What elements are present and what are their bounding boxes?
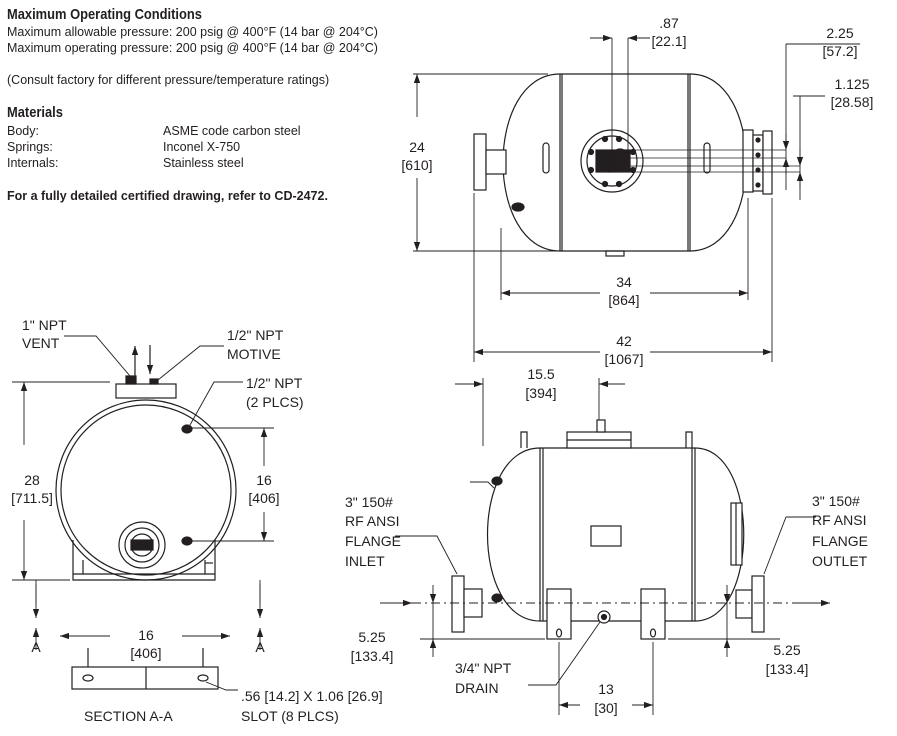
slot-label: .56 [14.2] X 1.06 [26.9] [241, 688, 383, 704]
dim-42-metric: [1067] [605, 351, 644, 367]
dim-16-metric: [406] [248, 490, 279, 506]
half-npt-label: 1/2" NPT [246, 375, 303, 391]
dim-13-label: 13 [598, 681, 614, 697]
dim-155-metric: [394] [525, 385, 556, 401]
end-view-tank [55, 345, 237, 581]
dim-24-metric: [610] [401, 157, 432, 173]
max-allowable-pressure: Maximum allowable pressure: 200 psig @ 4… [7, 25, 378, 39]
top-view-tank [473, 73, 800, 257]
dim-225-metric: [57.2] [822, 43, 857, 59]
max-operating-pressure: Maximum operating pressure: 200 psig @ 4… [7, 41, 378, 55]
dim-16-label: 16 [256, 472, 272, 488]
material-row-value: Stainless steel [163, 156, 244, 170]
section-title: SECTION A-A [84, 708, 173, 724]
dim-1125-label: 1.125 [834, 76, 869, 92]
dim-087-label: .87 [659, 15, 679, 31]
motive-label: 1/2" NPT [227, 327, 284, 343]
end-view-dimensions [12, 335, 274, 650]
dim-225-label: 2.25 [826, 25, 853, 41]
dim-155-label: 15.5 [527, 366, 554, 382]
inlet-label: RF ANSI [345, 513, 399, 529]
slot-label: SLOT (8 PLCS) [241, 708, 339, 724]
side-view-dimensions [380, 378, 830, 715]
section-plate [60, 632, 238, 691]
section-arrow-a: A [255, 639, 265, 655]
max-conditions-heading: Maximum Operating Conditions [7, 6, 202, 23]
outlet-label: RF ANSI [812, 512, 866, 528]
material-row-label: Springs: [7, 140, 53, 154]
material-row-label: Internals: [7, 156, 59, 170]
dim-087-metric: [22.1] [651, 33, 686, 49]
end-view-labels: 1" NPT VENT 1/2" NPT MOTIVE 1/2" NPT (2 … [11, 317, 303, 655]
material-row-value: Inconel X-750 [163, 140, 241, 154]
inlet-label: FLANGE [345, 533, 401, 549]
dim-525-right-metric: [133.4] [766, 661, 809, 677]
section-dim-16-metric: [406] [130, 645, 161, 661]
dim-42-label: 42 [616, 333, 632, 349]
dim-34-label: 34 [616, 274, 632, 290]
certified-drawing-note: For a fully detailed certified drawing, … [7, 189, 328, 203]
dim-525-left-metric: [133.4] [351, 648, 394, 664]
section-arrow-a: A [31, 639, 41, 655]
consult-factory-note: (Consult factory for different pressure/… [7, 73, 330, 87]
inlet-label: INLET [345, 553, 385, 569]
top-view-labels: .87 [22.1] 2.25 [57.2] 1.125 [28.58] 24 … [401, 15, 873, 367]
dim-34-metric: [864] [608, 292, 639, 308]
vent-label: VENT [22, 335, 60, 351]
outlet-label: 3" 150# [812, 493, 860, 509]
inlet-label: 3" 150# [345, 494, 393, 510]
drain-label: 3/4" NPT [455, 660, 512, 676]
dim-24-label: 24 [409, 139, 425, 155]
material-row-label: Body: [7, 124, 39, 138]
dim-525-right: 5.25 [773, 642, 800, 658]
side-view-tank [451, 419, 765, 640]
outlet-label: OUTLET [812, 553, 868, 569]
dim-28-label: 28 [24, 472, 40, 488]
motive-label: MOTIVE [227, 346, 281, 362]
dim-525-left: 5.25 [358, 629, 385, 645]
half-npt-label: (2 PLCS) [246, 394, 304, 410]
vent-label: 1" NPT [22, 317, 67, 333]
side-view-labels: 15.5 [394] 3" 150# RF ANSI FLANGE INLET … [345, 366, 868, 716]
material-row-value: ASME code carbon steel [163, 124, 301, 138]
dim-1125-metric: [28.58] [831, 94, 874, 110]
dim-13-metric: [30] [594, 700, 617, 716]
section-labels: 16 [406] SECTION A-A .56 [14.2] X 1.06 [… [84, 627, 383, 724]
outlet-label: FLANGE [812, 533, 868, 549]
dim-28-metric: [711.5] [11, 490, 53, 506]
materials-heading: Materials [7, 104, 63, 121]
dimension-lines [413, 34, 860, 362]
section-dim-16: 16 [138, 627, 154, 643]
drain-label: DRAIN [455, 680, 499, 696]
